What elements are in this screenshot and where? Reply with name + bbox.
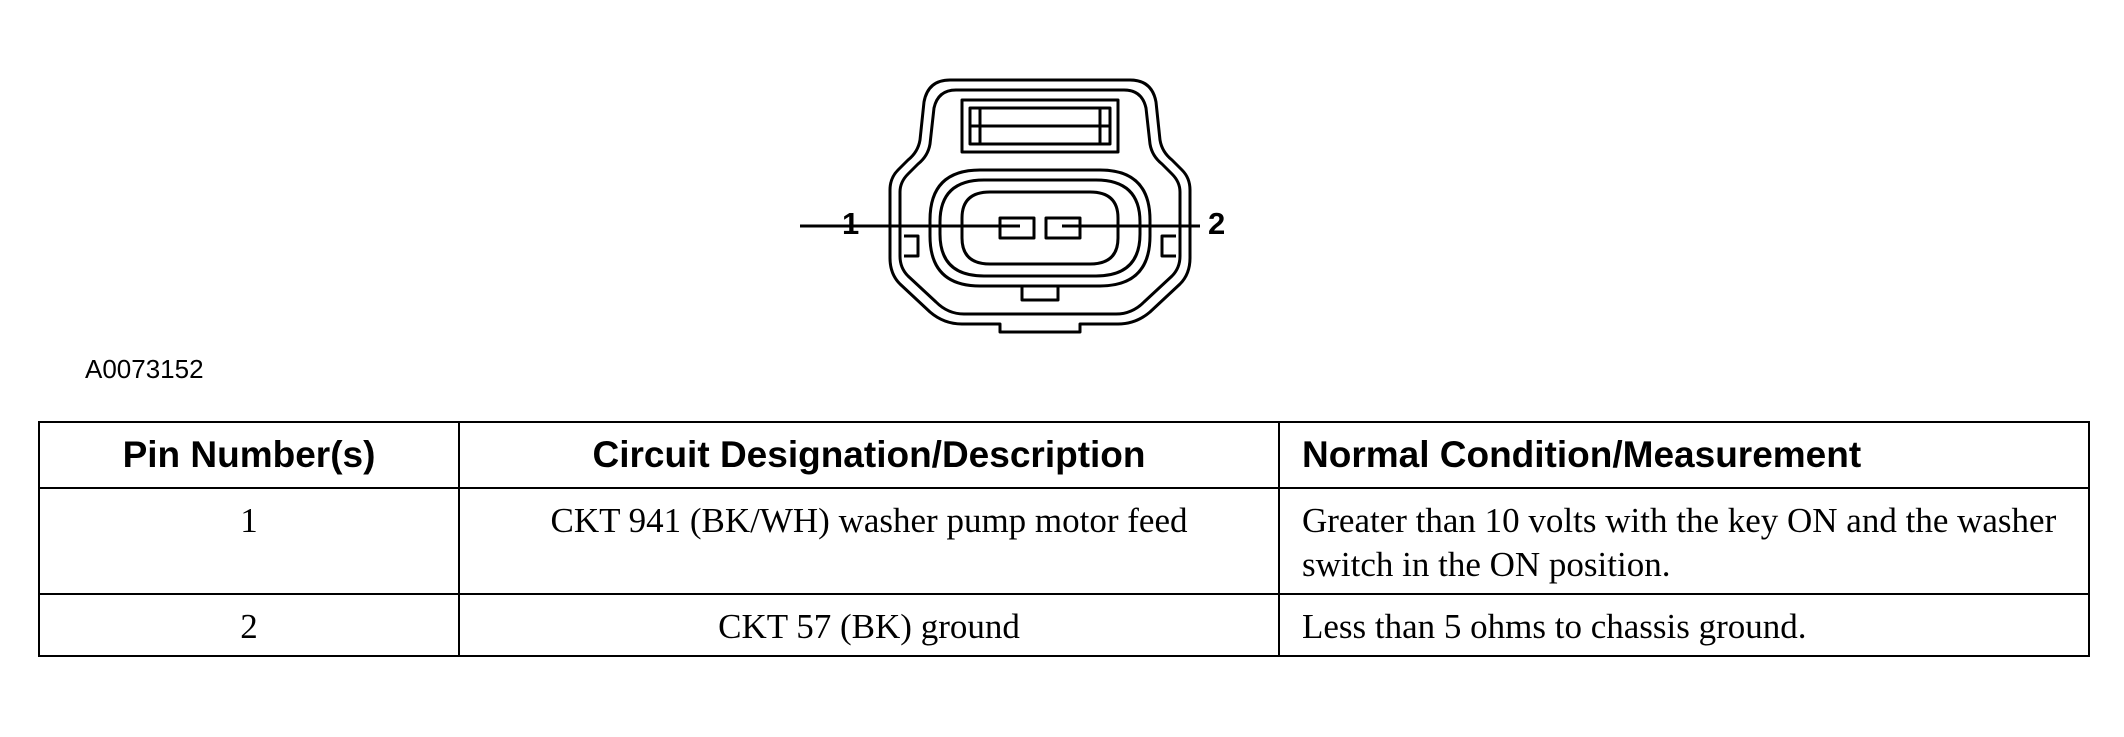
pin-1-label: 1 (842, 206, 860, 241)
pin-table: Pin Number(s) Circuit Designation/Descri… (38, 421, 2090, 657)
header-circuit-designation: Circuit Designation/Description (458, 421, 1280, 489)
cell-circuit: CKT 57 (BK) ground (458, 593, 1280, 657)
table-header-row: Pin Number(s) Circuit Designation/Descri… (38, 421, 2090, 489)
connector-face-diagram (800, 78, 1200, 334)
table-row: 1 CKT 941 (BK/WH) washer pump motor feed… (38, 487, 2090, 595)
table-row: 2 CKT 57 (BK) ground Less than 5 ohms to… (38, 593, 2090, 657)
pin-2-label: 2 (1208, 206, 1226, 241)
cell-normal: Less than 5 ohms to chassis ground. (1278, 593, 2090, 657)
cell-circuit: CKT 941 (BK/WH) washer pump motor feed (458, 487, 1280, 595)
figure-id: A0073152 (85, 354, 204, 384)
cell-pin: 1 (38, 487, 460, 595)
header-normal-condition: Normal Condition/Measurement (1278, 421, 2090, 489)
cell-normal: Greater than 10 volts with the key ON an… (1278, 487, 2090, 595)
header-pin-number: Pin Number(s) (38, 421, 460, 489)
cell-pin: 2 (38, 593, 460, 657)
